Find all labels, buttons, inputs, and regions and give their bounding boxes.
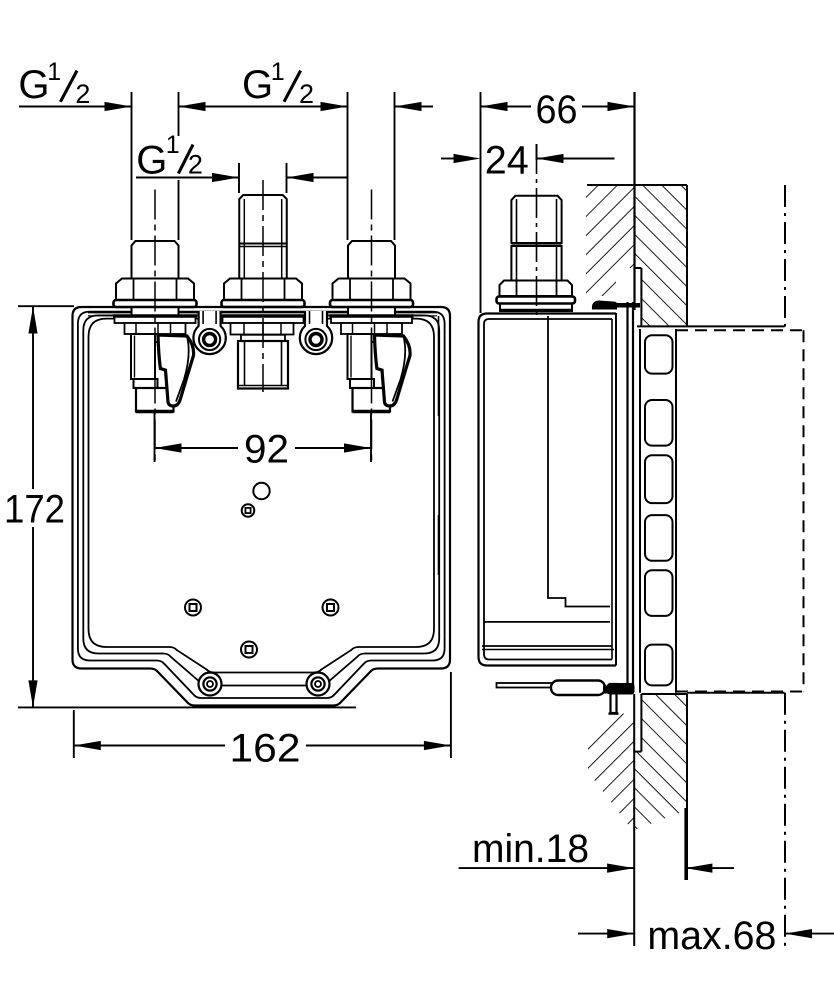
svg-text:1: 1 <box>47 58 61 86</box>
svg-text:2: 2 <box>299 79 314 109</box>
svg-text:92: 92 <box>244 428 289 472</box>
svg-text:G: G <box>136 139 167 183</box>
svg-text:24: 24 <box>485 139 529 183</box>
svg-text:1: 1 <box>166 131 180 159</box>
svg-text:min.18: min.18 <box>472 827 589 871</box>
svg-text:1: 1 <box>271 58 285 86</box>
svg-text:2: 2 <box>188 150 203 180</box>
svg-text:max.68: max.68 <box>647 914 776 958</box>
svg-text:162: 162 <box>230 727 301 771</box>
svg-text:2: 2 <box>75 79 90 109</box>
svg-text:G: G <box>242 63 273 107</box>
svg-text:66: 66 <box>536 88 578 132</box>
svg-text:G: G <box>18 63 49 107</box>
svg-text:172: 172 <box>4 488 65 532</box>
